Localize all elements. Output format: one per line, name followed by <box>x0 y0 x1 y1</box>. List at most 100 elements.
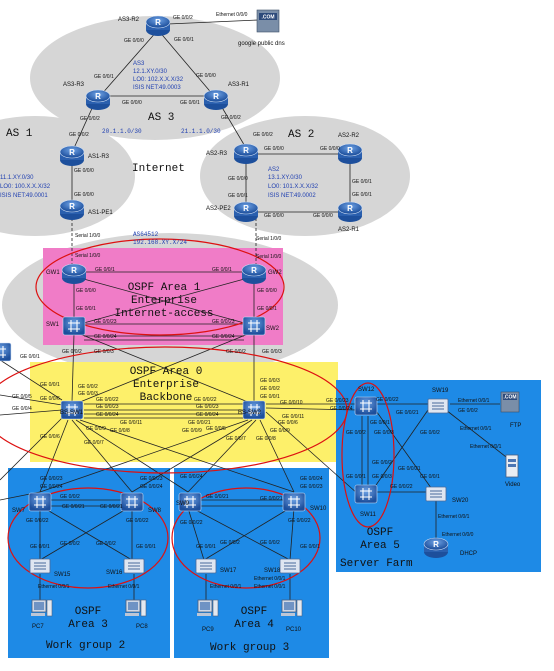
pc9-label: PC9 <box>202 627 214 633</box>
svg-text:GE 0/0/21: GE 0/0/21 <box>188 420 211 426</box>
pc8-icon[interactable] <box>124 599 147 617</box>
svg-text:GE 0/0/3: GE 0/0/3 <box>374 430 394 436</box>
gw2-router-icon[interactable] <box>241 263 267 285</box>
as2-r1-router-icon[interactable] <box>337 201 363 223</box>
svg-text:GE 0/0/2: GE 0/0/2 <box>69 132 89 138</box>
sw18-switch-icon[interactable] <box>279 558 301 574</box>
svg-text:Serial 1/0/0: Serial 1/0/0 <box>75 233 101 239</box>
svg-text:GE 0/0/0: GE 0/0/0 <box>124 38 144 44</box>
svg-text:Ethernet 0/0/1: Ethernet 0/0/1 <box>108 584 140 590</box>
sw1-label: SW1 <box>46 322 60 328</box>
svg-text:Serial 1/0/0: Serial 1/0/0 <box>256 254 282 260</box>
svg-text:Ethernet 0/0/1: Ethernet 0/0/1 <box>470 444 502 450</box>
sw19-switch-icon[interactable] <box>427 398 449 414</box>
svg-text:ISIS NET:49.0002: ISIS NET:49.0002 <box>268 193 316 199</box>
pc10-icon[interactable] <box>280 599 303 617</box>
svg-text:GE 0/0/21: GE 0/0/21 <box>206 494 229 500</box>
sw1-switch-icon[interactable] <box>62 316 86 336</box>
svg-text:GE 0/0/0: GE 0/0/0 <box>264 146 284 152</box>
svg-text:GE 0/0/22: GE 0/0/22 <box>288 518 311 524</box>
sw10-switch-icon[interactable] <box>282 492 306 512</box>
svg-text:GE 0/0/3: GE 0/0/3 <box>94 349 114 355</box>
as3-r3-router-icon[interactable] <box>85 89 111 111</box>
as2-r1-label: AS2-R1 <box>338 227 360 233</box>
svg-text:GE 0/0/24: GE 0/0/24 <box>94 334 117 340</box>
svg-text:GE 0/0/0: GE 0/0/0 <box>320 146 340 152</box>
svg-text:GE 0/0/6: GE 0/0/6 <box>40 396 60 402</box>
gw1-router-icon[interactable] <box>61 263 87 285</box>
dhcp-router-icon[interactable] <box>423 537 449 559</box>
svg-text:GE 0/0/2: GE 0/0/2 <box>253 132 273 138</box>
svg-text:GE 0/0/2: GE 0/0/2 <box>78 384 98 390</box>
as1-pe1-router-icon[interactable] <box>59 199 85 221</box>
sw11-switch-icon[interactable] <box>354 484 378 504</box>
edge-switch-icon[interactable] <box>0 342 12 362</box>
svg-text:GE 0/0/9: GE 0/0/9 <box>270 428 290 434</box>
svg-text:GE 0/0/22: GE 0/0/22 <box>376 397 399 403</box>
svg-text:GE 0/0/2: GE 0/0/2 <box>260 386 280 392</box>
as1-r3-label: AS1-R3 <box>88 154 110 160</box>
gw1-label: GW1 <box>46 270 60 276</box>
svg-text:GE 0/0/2: GE 0/0/2 <box>372 460 392 466</box>
enterprise-net: 192.168.XY.X/24 <box>133 239 187 246</box>
pc9-icon[interactable] <box>196 599 219 617</box>
svg-text:GE 0/0/24: GE 0/0/24 <box>180 474 203 480</box>
svg-text:GE 0/0/24: GE 0/0/24 <box>40 484 63 490</box>
svg-text:Ethernet 0/0/1: Ethernet 0/0/1 <box>254 584 286 590</box>
svg-text:GE 0/0/1: GE 0/0/1 <box>212 267 232 273</box>
svg-text:GE 0/0/24: GE 0/0/24 <box>140 484 163 490</box>
svg-text:GE 0/0/5: GE 0/0/5 <box>12 394 32 400</box>
as2-pe2-label: AS2-PE2 <box>206 206 231 212</box>
pc7-icon[interactable] <box>30 599 53 617</box>
svg-text:ISIS NET:49.0003: ISIS NET:49.0003 <box>133 85 181 91</box>
google-dns-label: google public dns <box>238 41 285 47</box>
svg-text:GE 0/0/0: GE 0/0/0 <box>264 213 284 219</box>
svg-text:GE 0/0/7: GE 0/0/7 <box>84 440 104 446</box>
dns-server-icon[interactable]: .COM <box>256 9 280 33</box>
svg-text:GE 0/0/0: GE 0/0/0 <box>313 213 333 219</box>
sw16-switch-icon[interactable] <box>123 558 145 574</box>
area5-title: OSPF <box>367 527 393 539</box>
sw8-switch-icon[interactable] <box>120 492 144 512</box>
interface-labels: GE 0/0/2 Ethernet 0/0/0 GE 0/0/1 GE 0/0/… <box>12 12 502 590</box>
pc7-label: PC7 <box>32 624 44 630</box>
as2-pe2-router-icon[interactable] <box>233 201 259 223</box>
svg-text:GE 0/0/9: GE 0/0/9 <box>182 428 202 434</box>
as3-r1-router-icon[interactable] <box>203 89 229 111</box>
sw16-label: SW16 <box>106 570 123 576</box>
svg-text:GE 0/0/11: GE 0/0/11 <box>120 420 142 426</box>
sw20-label: SW20 <box>452 498 469 504</box>
sw20-switch-icon[interactable] <box>425 486 447 502</box>
as1-title: AS 1 <box>6 128 33 140</box>
video-server-icon[interactable] <box>505 454 519 478</box>
sw15-label: SW15 <box>54 572 71 578</box>
svg-text:GE 0/0/1: GE 0/0/1 <box>420 474 440 480</box>
svg-text:GE 0/0/1: GE 0/0/1 <box>257 306 277 312</box>
sw17-switch-icon[interactable] <box>195 558 217 574</box>
as2-r2-router-icon[interactable] <box>337 143 363 165</box>
svg-text:GE 0/0/1: GE 0/0/1 <box>260 394 280 400</box>
area5-subtitle: Area 5 <box>360 540 400 552</box>
link-as3-as2: 21.1.1.0/30 <box>181 128 221 135</box>
area0-subtitle-2: Backbone <box>140 392 193 404</box>
svg-text:GE 0/0/23: GE 0/0/23 <box>96 404 119 410</box>
svg-text:GE 0/0/21: GE 0/0/21 <box>260 496 283 502</box>
ftp-server-icon[interactable]: .COM <box>500 391 520 413</box>
sw15-switch-icon[interactable] <box>29 558 51 574</box>
svg-text:11.1.XY.0/30: 11.1.XY.0/30 <box>0 175 34 181</box>
svg-text:13.1.XY.0/30: 13.1.XY.0/30 <box>268 175 303 181</box>
svg-text:GE 0/0/1: GE 0/0/1 <box>370 420 390 426</box>
svg-text:GE 0/0/3: GE 0/0/3 <box>260 378 280 384</box>
svg-text:GE 0/0/23: GE 0/0/23 <box>326 398 349 404</box>
sw7-switch-icon[interactable] <box>28 492 52 512</box>
as3-info: AS3 12.1.XY.0/30 LO0: 102.X.X.X/32 ISIS … <box>133 61 184 91</box>
svg-text:GE 0/0/11: GE 0/0/11 <box>282 414 304 420</box>
svg-text:GE 0/0/3: GE 0/0/3 <box>262 349 282 355</box>
svg-text:GE 0/0/8: GE 0/0/8 <box>110 428 130 434</box>
svg-text:GE 0/0/2: GE 0/0/2 <box>420 430 440 436</box>
as2-r3-router-icon[interactable] <box>233 143 259 165</box>
sw12-switch-icon[interactable] <box>354 396 378 416</box>
as1-r3-router-icon[interactable] <box>59 145 85 167</box>
sw2-switch-icon[interactable] <box>242 316 266 336</box>
as3-r2-router-icon[interactable] <box>145 15 171 37</box>
